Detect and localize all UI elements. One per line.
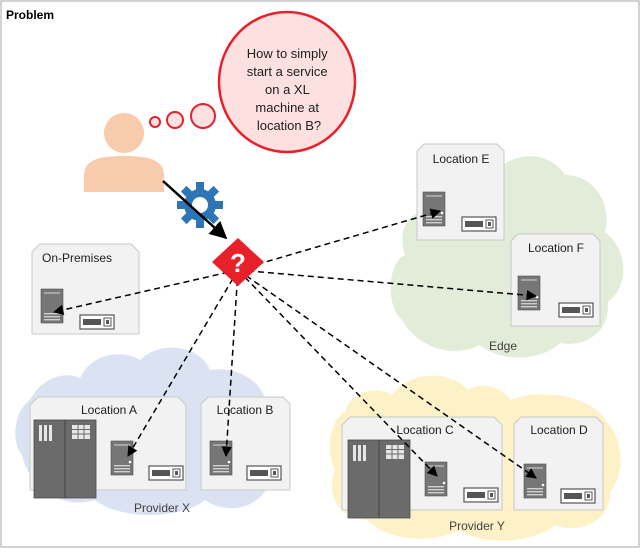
location-on-premises: On-Premises [31,243,140,335]
connection-location-a [127,269,239,457]
thought-text: How to simply start a service on a XL ma… [247,46,332,133]
location-f-label: Location F [528,241,584,255]
server-unit-icon [558,302,594,318]
thought-line: on a XL [265,82,310,97]
cloud-provider-x-label: Provider X [134,501,190,515]
frame-title: Problem [6,8,54,22]
location-e: Location E [416,143,505,241]
location-d-label: Location D [530,423,588,437]
server-unit-icon [463,487,499,503]
server-unit-icon [148,465,184,481]
connections [52,208,538,479]
thought-line: location B? [257,118,321,133]
connection-location-d [237,269,537,479]
location-c-label: Location C [396,423,454,437]
cloud-provider-y-label: Provider Y [449,519,505,533]
gear-icon [177,182,223,228]
connection-on-premises [52,269,239,316]
server-tower-icon [110,440,134,476]
user-request-arrow [162,180,228,240]
server-unit-icon [79,314,115,330]
server-unit-icon [560,488,596,504]
location-a: Location A [29,396,187,499]
thought-line: machine at [255,100,319,115]
location-a-label: Location A [81,403,137,417]
server-unit-icon [461,216,497,232]
server-rack-icon [347,439,411,519]
server-unit-icon [246,465,282,481]
hub-symbol: ? [230,248,246,278]
person-icon [84,113,164,192]
location-d: Location D [513,416,604,511]
server-tower-icon [523,463,547,499]
location-e-label: Location E [433,152,490,166]
server-tower-icon [517,275,541,311]
connection-location-c [237,269,438,477]
location-b: Location B [200,396,291,491]
question-diamond-icon: ? [212,238,264,286]
connection-location-e [237,208,442,271]
thought-line: How to simply [247,46,328,61]
thought-bubble: How to simply start a service on a XL ma… [149,10,357,154]
server-tower-icon [40,288,64,324]
thought-line: start a service [247,64,328,79]
cloud-edge-label: Edge [489,339,517,353]
location-b-label: Location B [217,403,274,417]
server-tower-icon [209,440,233,476]
location-f: Location F [510,233,601,327]
location-on-premises-label: On-Premises [42,251,112,265]
location-c: Location C [341,416,503,519]
server-rack-icon [33,419,97,499]
connection-location-b [221,269,239,458]
server-tower-icon [422,191,446,227]
